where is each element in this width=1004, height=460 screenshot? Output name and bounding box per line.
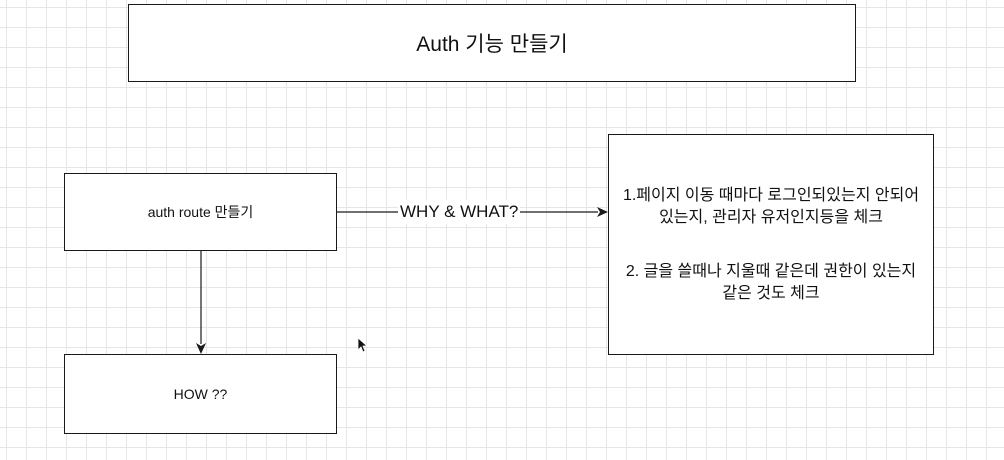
edge-route-to-how[interactable] [196,251,206,354]
title-text: Auth 기능 만들기 [416,33,568,56]
edge-label: WHY & WHAT? [398,200,521,224]
mouse-cursor-icon [357,337,367,353]
point-1-line-2: 있는지, 관리자 유저인지등을 체크 [659,208,883,226]
point-2-line-2: 같은 것도 체크 [722,284,820,302]
why-what-node[interactable]: 1.페이지 이동 때마다 로그인되있는지 안되어 있는지, 관리자 유저인지등을… [608,134,934,355]
how-text: HOW ?? [173,386,228,402]
auth-route-text: auth route 만들기 [147,204,254,220]
point-2-line-1: 2. 글을 쓸때나 지울때 같은데 권한이 있는지 [625,262,917,280]
auth-route-node[interactable]: auth route 만들기 [64,173,337,251]
point-1-line-1: 1.페이지 이동 때마다 로그인되있는지 안되어 [622,186,920,204]
arrowhead-right-icon [597,207,608,217]
arrowhead-down-icon [196,343,206,354]
title-node[interactable]: Auth 기능 만들기 [128,4,856,82]
how-node[interactable]: HOW ?? [64,354,337,434]
